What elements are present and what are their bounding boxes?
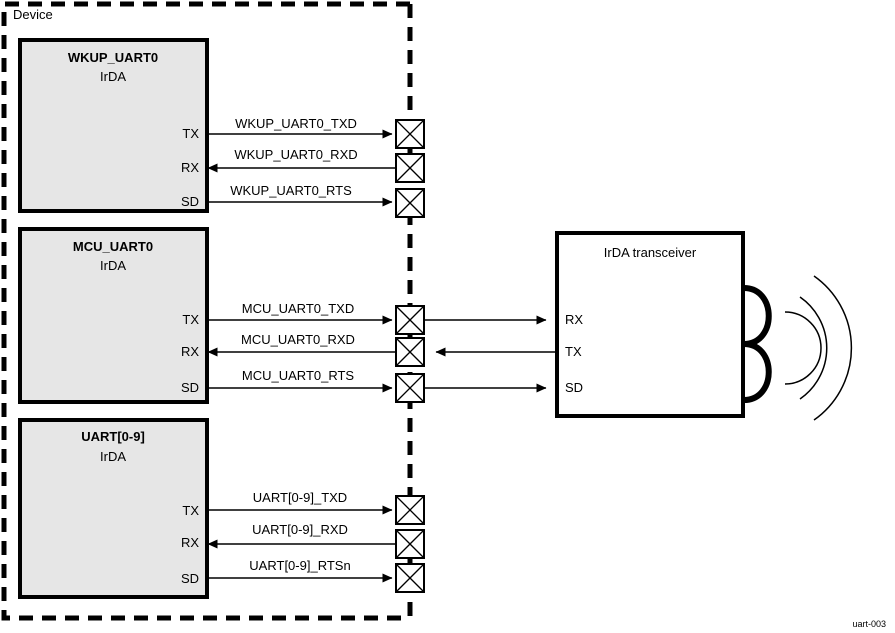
block-mcu-uart0-title: MCU_UART0 <box>73 239 153 254</box>
pad-uart09-rtsn[interactable] <box>395 563 425 593</box>
transceiver-connections <box>424 315 555 393</box>
pad-wkup-txd[interactable] <box>395 119 425 149</box>
signal-label-mcu-txd: MCU_UART0_TXD <box>242 301 354 316</box>
transceiver-pin-sd: SD <box>565 380 583 395</box>
block-wkup-uart0-pin-tx: TX <box>182 126 199 141</box>
block-wkup-uart0-pin-sd: SD <box>181 194 199 209</box>
pad-mcu-rxd[interactable] <box>395 337 425 367</box>
ir-wave-arcs <box>784 275 853 421</box>
block-irda-transceiver-body <box>555 231 745 418</box>
signal-lines-wkup <box>207 129 396 207</box>
pad-uart09-txd[interactable] <box>395 495 425 525</box>
block-irda-transceiver-title: IrDA transceiver <box>604 245 697 260</box>
signal-label-uart09-txd: UART[0-9]_TXD <box>253 490 347 505</box>
figure-corner-label: uart-003 <box>852 619 886 629</box>
block-wkup-uart0[interactable]: WKUP_UART0 IrDA TX RX SD <box>18 38 209 213</box>
block-uart-0-9-subtitle: IrDA <box>100 449 126 464</box>
signal-label-wkup-txd: WKUP_UART0_TXD <box>235 116 357 131</box>
signal-lines-uart09 <box>207 505 396 583</box>
signal-lines-mcu <box>207 315 396 393</box>
block-uart-0-9-title: UART[0-9] <box>81 429 145 444</box>
pad-mcu-txd[interactable] <box>395 305 425 335</box>
block-uart-0-9-pin-rx: RX <box>181 535 199 550</box>
block-uart-0-9-body <box>18 418 209 599</box>
signal-label-wkup-rts: WKUP_UART0_RTS <box>230 183 352 198</box>
block-uart-0-9-pin-sd: SD <box>181 571 199 586</box>
pad-uart09-rxd[interactable] <box>395 529 425 559</box>
block-mcu-uart0-body <box>18 227 209 404</box>
signal-label-mcu-rxd: MCU_UART0_RXD <box>241 332 355 347</box>
block-mcu-uart0-pin-tx: TX <box>182 312 199 327</box>
pad-mcu-rts[interactable] <box>395 373 425 403</box>
transceiver-pin-tx: TX <box>565 344 582 359</box>
signal-label-wkup-rxd: WKUP_UART0_RXD <box>234 147 357 162</box>
block-wkup-uart0-title: WKUP_UART0 <box>68 50 158 65</box>
pad-wkup-rxd[interactable] <box>395 153 425 183</box>
block-wkup-uart0-body <box>18 38 209 213</box>
block-mcu-uart0-subtitle: IrDA <box>100 258 126 273</box>
signal-label-uart09-rxd: UART[0-9]_RXD <box>252 522 348 537</box>
transceiver-pin-rx: RX <box>565 312 583 327</box>
block-mcu-uart0-pin-sd: SD <box>181 380 199 395</box>
signal-label-uart09-rtsn: UART[0-9]_RTSn <box>249 558 350 573</box>
pad-wkup-rts[interactable] <box>395 188 425 218</box>
device-boundary-label: Device <box>13 7 53 22</box>
block-mcu-uart0[interactable]: MCU_UART0 IrDA TX RX SD <box>18 227 209 404</box>
block-uart-0-9-pin-tx: TX <box>182 503 199 518</box>
block-uart-0-9[interactable]: UART[0-9] IrDA TX RX SD <box>18 418 209 599</box>
block-wkup-uart0-pin-rx: RX <box>181 160 199 175</box>
block-irda-transceiver[interactable]: IrDA transceiver RX TX SD <box>555 231 745 418</box>
block-mcu-uart0-pin-rx: RX <box>181 344 199 359</box>
ir-emitter-lobes <box>743 285 772 403</box>
signal-label-mcu-rts: MCU_UART0_RTS <box>242 368 355 383</box>
block-wkup-uart0-subtitle: IrDA <box>100 69 126 84</box>
